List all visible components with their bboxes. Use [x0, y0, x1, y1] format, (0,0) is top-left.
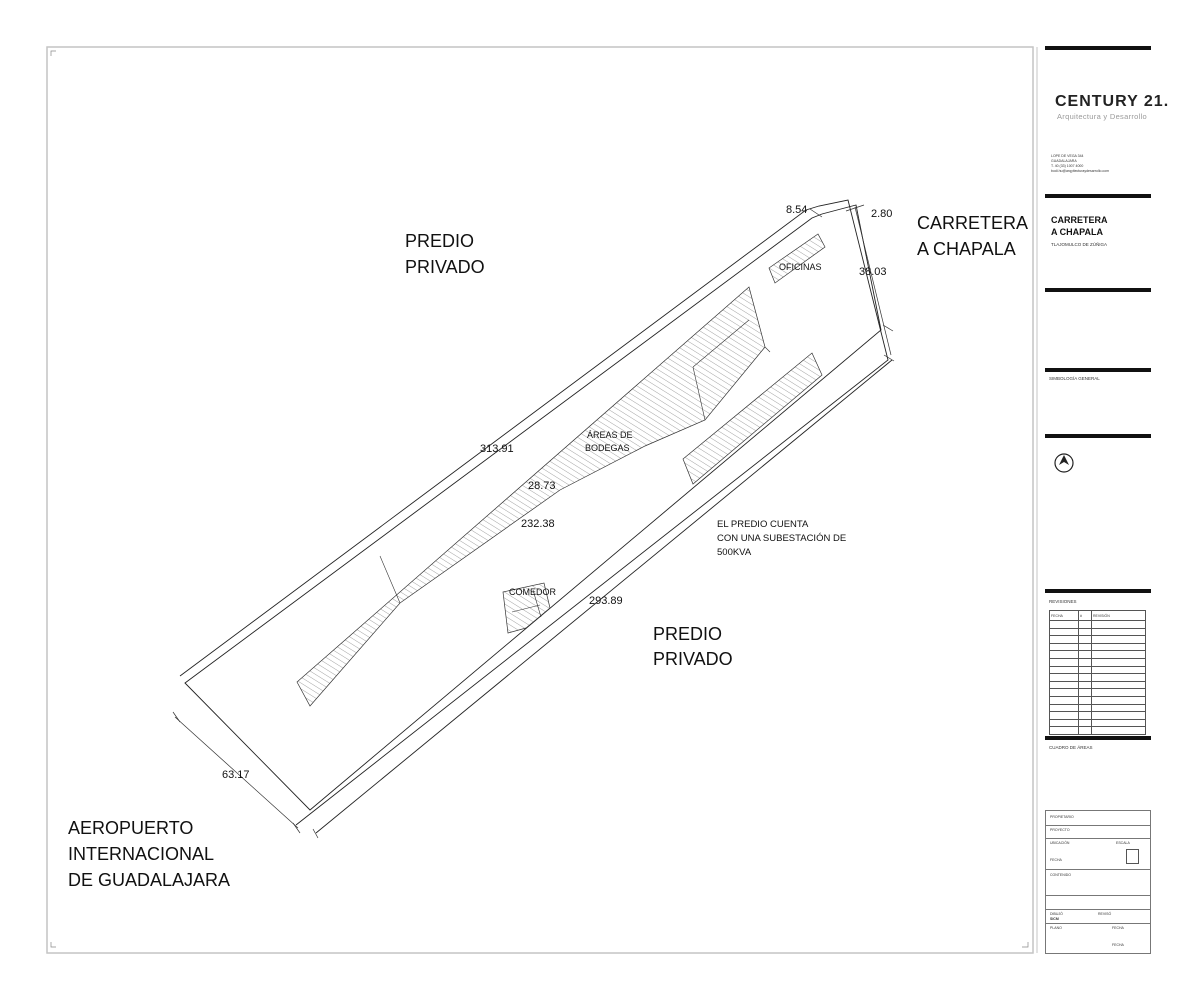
info-field-project: PROYECTO: [1050, 828, 1070, 832]
warehouse-block-main: [296, 286, 766, 707]
project-name: CARRETERA A CHAPALA: [1051, 214, 1108, 238]
rev-header-revision: REVISIÓN: [1091, 610, 1146, 621]
table-row: [1049, 680, 1146, 690]
substation-note-3: 500KVA: [717, 547, 752, 558]
dim-inner-width: 28.73: [528, 480, 556, 492]
offices-block: [768, 233, 826, 284]
info-divider: [1046, 923, 1150, 924]
north-neighbor-label-1: PREDIO: [405, 231, 474, 251]
title-block-bar: [1045, 368, 1151, 372]
revisions-table: FECHA # REVISIÓN: [1049, 610, 1146, 735]
dim-inner-long: 232.38: [521, 518, 555, 530]
info-field-date: FECHA: [1050, 858, 1062, 862]
north-neighbor-label-2: PRIVADO: [405, 257, 485, 277]
table-row: [1049, 657, 1146, 667]
dim-back-edge: 63.17: [222, 769, 250, 781]
title-block: CENTURY 21. Arquitectura y Desarrollo LO…: [1045, 46, 1168, 954]
table-row: FECHA # REVISIÓN: [1049, 610, 1146, 621]
warehouse-label-2: BODEGAS: [585, 443, 630, 453]
table-row: [1049, 703, 1146, 713]
dim-front-edge: 38.03: [859, 266, 887, 278]
table-row: [1049, 673, 1146, 682]
sheet-frame: [46, 46, 1034, 954]
offices-label: OFICINAS: [779, 262, 822, 272]
airport-label-2: INTERNACIONAL: [68, 844, 214, 864]
scale-box: [1126, 849, 1139, 864]
airport-label-1: AEROPUERTO: [68, 818, 193, 838]
table-row: [1049, 726, 1146, 735]
info-divider: [1046, 838, 1150, 839]
info-field-sheet: PLANO: [1050, 926, 1062, 930]
info-field-scale: ESCALA: [1116, 841, 1130, 845]
contact-line: LOPE DE VEGA 344: [1051, 154, 1084, 158]
table-row: [1049, 650, 1146, 659]
info-field-date-2: FECHA: [1112, 926, 1124, 930]
title-block-bar: [1045, 434, 1151, 438]
info-field-location: UBICACIÓN: [1050, 841, 1070, 845]
south-neighbor-label-2: PRIVADO: [653, 649, 733, 669]
info-divider: [1046, 909, 1150, 910]
title-block-bar: [1045, 194, 1151, 198]
brand-subtitle: Arquitectura y Desarrollo: [1057, 112, 1148, 121]
table-row: [1049, 665, 1146, 675]
contact-line: T. 40 (33) 1007 4000: [1051, 164, 1084, 168]
warehouse-block-east: [682, 352, 823, 485]
info-value-drawn: SICM: [1050, 917, 1059, 921]
table-row: [1049, 688, 1146, 697]
substation-note-2: CON UNA SUBESTACIÓN DE: [717, 533, 846, 544]
drawing-label: SIMBOLOGÍA GENERAL: [1049, 376, 1100, 381]
dim-bottom-edge: 293.89: [589, 595, 623, 607]
brand-logo: CENTURY 21.: [1055, 93, 1170, 110]
title-block-bar: [1045, 46, 1151, 50]
table-row: [1049, 627, 1146, 637]
warehouse-label-1: ÁREAS DE: [587, 430, 633, 440]
frame-corner-tl: [50, 50, 56, 56]
table-row: [1049, 695, 1146, 705]
info-divider: [1046, 825, 1150, 826]
info-field-reviewed: REVISÓ: [1098, 912, 1112, 916]
rev-header-date: FECHA: [1049, 610, 1079, 621]
frame-corner-bl: [50, 942, 56, 948]
areas-table-label: CUADRO DE ÁREAS: [1049, 745, 1093, 750]
substation-note-1: EL PREDIO CUENTA: [717, 519, 809, 530]
dimension-lines: [172, 204, 895, 839]
info-divider: [1046, 895, 1150, 896]
south-neighbor-label-1: PREDIO: [653, 624, 722, 644]
warehouse-areas: [296, 233, 826, 707]
rev-header-number: #: [1078, 610, 1092, 621]
airport-label-3: DE GUADALAJARA: [68, 870, 230, 890]
title-block-bar: [1045, 589, 1151, 593]
project-name-line1: CARRETERA: [1051, 215, 1108, 225]
contact-line: bodi.hu@arqyitecturaydesarrollo.com: [1051, 169, 1110, 173]
info-block: PROPIETARIO PROYECTO UBICACIÓN ESCALA FE…: [1045, 810, 1151, 954]
dim-offset-right: 2.80: [871, 208, 892, 220]
dining-label: COMEDOR: [509, 587, 557, 597]
table-row: [1049, 635, 1146, 644]
road-label-1: CARRETERA: [917, 213, 1028, 233]
north-arrow-icon: [1054, 453, 1074, 473]
contact-line: GUADALAJARA: [1051, 159, 1077, 163]
frame-corner-br: [1022, 942, 1029, 948]
table-row: [1049, 642, 1146, 652]
table-row: [1049, 620, 1146, 629]
info-field-content: CONTENIDO: [1050, 873, 1071, 877]
project-name-line2: A CHAPALA: [1051, 227, 1103, 237]
dining-block: [502, 582, 551, 634]
title-block-bar: [1045, 736, 1151, 740]
road-label-2: A CHAPALA: [917, 239, 1016, 259]
project-location: TLAJOMULCO DE ZÚÑIGA: [1051, 242, 1108, 247]
property-boundary: [179, 199, 893, 834]
info-field-drawn: DIBUJÓ: [1050, 912, 1063, 916]
info-divider: [1046, 869, 1150, 870]
info-field-owner: PROPIETARIO: [1050, 815, 1074, 819]
dim-offset-top: 8.54: [786, 204, 807, 216]
dim-top-edge: 313.91: [480, 443, 514, 455]
table-row: [1049, 718, 1146, 728]
title-block-bar: [1045, 288, 1151, 292]
contact-info: LOPE DE VEGA 344 GUADALAJARA T. 40 (33) …: [1051, 154, 1146, 174]
table-row: [1049, 711, 1146, 720]
revisions-label: REVISIONES: [1049, 599, 1077, 604]
info-field-date-3: FECHA: [1112, 943, 1124, 947]
